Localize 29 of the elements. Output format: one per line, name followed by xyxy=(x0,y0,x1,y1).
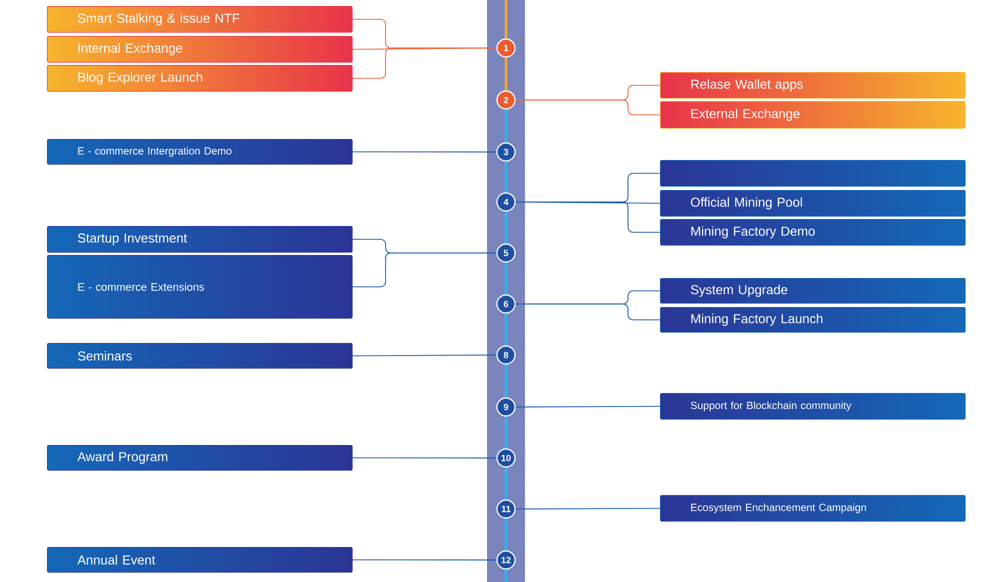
milestone-box: Official Mining Pool xyxy=(660,190,966,217)
milestone-box: E - commerce Intergration Demo xyxy=(47,139,353,165)
connector-line xyxy=(352,559,497,560)
milestone-box: Mining Factory Demo xyxy=(660,219,966,246)
connector-line xyxy=(515,406,660,408)
connector-line xyxy=(352,457,497,458)
connector-line xyxy=(515,202,660,233)
connector-line xyxy=(352,48,497,79)
connector-line xyxy=(352,354,497,356)
milestone-box: Award Program xyxy=(47,445,353,471)
connector-line xyxy=(515,304,660,320)
milestone-box: Support for Blockchain community xyxy=(660,393,966,420)
connector-line xyxy=(352,252,497,288)
milestone-box: System Upgrade xyxy=(660,278,966,304)
milestone-box: Seminars xyxy=(47,343,353,369)
connector-line xyxy=(352,151,497,152)
milestone-box: Blog Explorer Launch xyxy=(47,65,353,92)
milestone-box: E - commerce Extensions xyxy=(47,255,353,319)
milestone-box: Internal Exchange xyxy=(47,36,353,63)
milestone-box: External Exchange xyxy=(660,101,966,129)
milestone-box: Startup Investment xyxy=(47,226,353,253)
milestone-box: Smart Stalking & issue NTF xyxy=(47,6,353,33)
milestone-box: Mining Factory Launch xyxy=(660,307,966,333)
milestone-box: Ecosystem Enchancement Campaign xyxy=(660,495,966,522)
connector-line xyxy=(515,508,660,510)
connector-line xyxy=(515,100,660,116)
milestone-box: Annual Event xyxy=(47,547,353,573)
milestone-box xyxy=(660,160,966,187)
milestone-box: Relase Wallet apps xyxy=(660,72,966,99)
